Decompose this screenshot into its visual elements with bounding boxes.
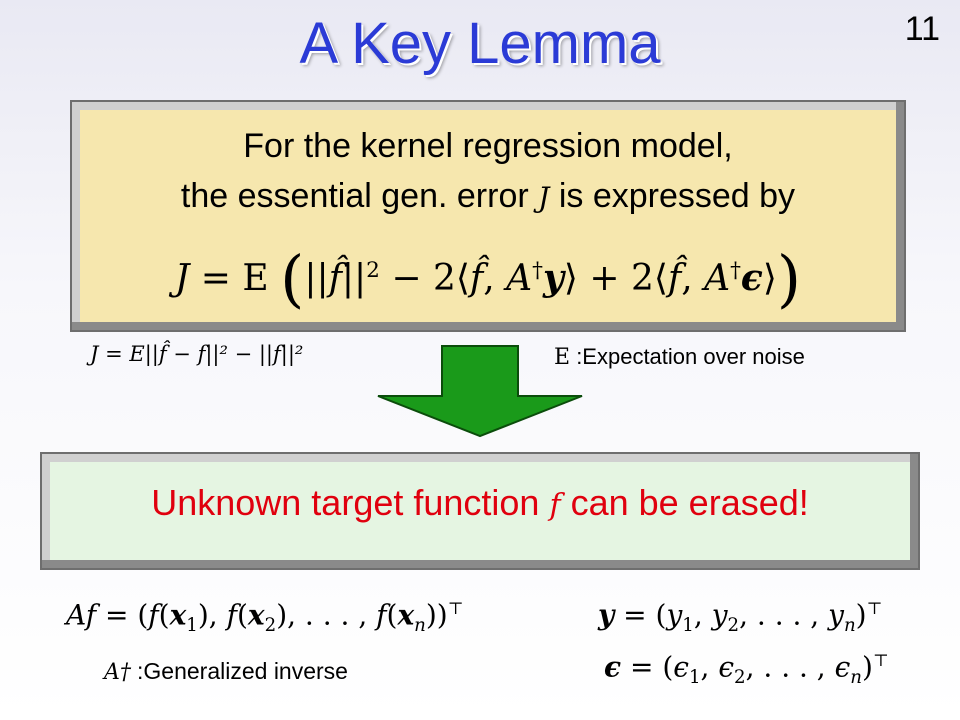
expectation-note: E :Expectation over noise: [554, 344, 805, 370]
down-arrow-icon: [377, 345, 583, 438]
lemma-line-1: For the kernel regression model,: [243, 127, 733, 165]
y-formula: y = (y1, y2, . . . , yn)⊤: [598, 598, 883, 636]
lemma-formula: J = E (||f̂||2 − 2⟨f̂, A†y⟩ + 2⟨f̂, A†ϵ⟩…: [174, 242, 802, 315]
epsilon-formula: ϵ = (ϵ1, ϵ2, . . . , ϵn)⊤: [604, 650, 889, 688]
lemma-line-2: the essential gen. error J is expressed …: [72, 176, 904, 218]
generalized-inverse-note: A† :Generalized inverse: [104, 658, 348, 685]
lemma-line-2-suffix: is expressed by: [558, 177, 796, 215]
expectation-text: :Expectation over noise: [576, 344, 805, 369]
af-formula: Af = (f(x1), f(x2), . . . , f(xn))⊤: [66, 598, 464, 636]
lemma-j-symbol: J: [538, 181, 550, 214]
expectation-symbol: E: [554, 345, 571, 370]
result-prefix: Unknown target function: [151, 482, 540, 523]
generalized-inverse-symbol: A†: [104, 660, 131, 685]
lemma-box: For the kernel regression model, the ess…: [70, 100, 906, 332]
result-box: Unknown target function f can be erased!: [40, 452, 920, 570]
result-f-symbol: f: [549, 488, 561, 523]
lemma-line-2-prefix: the essential gen. error: [180, 177, 529, 215]
generalized-inverse-text: :Generalized inverse: [137, 658, 348, 684]
result-suffix: can be erased!: [570, 482, 809, 523]
slide-title: A Key Lemma: [299, 11, 661, 76]
j-definition: J = E||f̂ − f||² − ||f||²: [90, 342, 304, 366]
result-text: Unknown target function f can be erased!: [42, 482, 918, 524]
page-number: 11: [904, 10, 940, 48]
